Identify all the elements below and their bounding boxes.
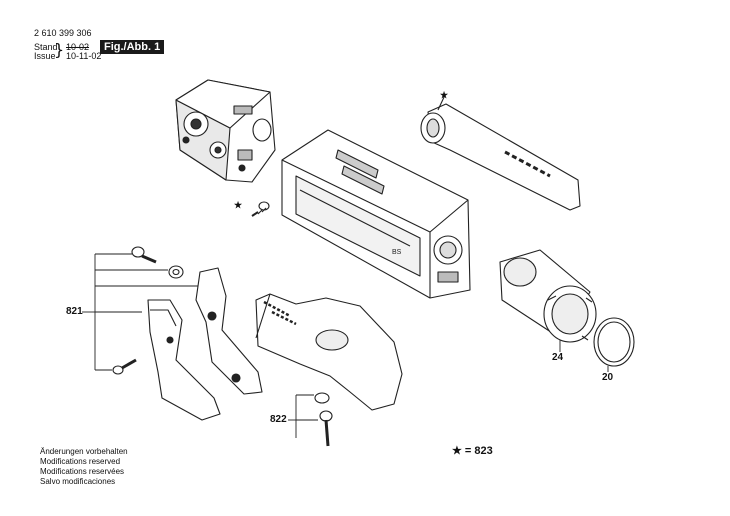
callout-24: 24 (552, 352, 564, 363)
housing-body-part: BS (281, 129, 471, 299)
star-legend: ★ = 823 (452, 445, 493, 457)
leader-lines (82, 253, 609, 438)
callout-20: 20 (602, 372, 614, 383)
star-screw-part (251, 201, 270, 217)
screw-822-part (314, 392, 333, 447)
handle-right-part (195, 267, 263, 395)
washer-part (168, 265, 184, 279)
stand-label: Stand (34, 42, 58, 52)
note-line: Änderungen vorbehalten (40, 447, 128, 456)
blade-clamp-part (420, 94, 581, 211)
svg-text:BS: BS (392, 249, 402, 256)
stand-value: 10-02 (66, 42, 90, 52)
callout-821: 821 (66, 306, 83, 317)
notes-block: Änderungen vorbehalten Modifications res… (40, 447, 128, 487)
star-marker-blade-clamp: ★ (440, 90, 449, 100)
o-ring-part-20 (593, 317, 635, 367)
callout-822: 822 (270, 414, 287, 425)
screw-lower-part (112, 358, 137, 375)
figure-label: Fig./Abb. 1 (100, 40, 165, 54)
star-marker-screw: ★ (234, 200, 243, 210)
issue-label: Issue (34, 51, 56, 61)
part-number: 2 610 399 306 (34, 28, 92, 38)
note-line: Modifications reserved (40, 457, 121, 466)
note-line: Salvo modificaciones (40, 477, 116, 486)
shoe-part (255, 293, 403, 411)
screw-upper-part (131, 246, 157, 264)
brace-glyph: } (54, 40, 65, 59)
sleeve-part-24 (499, 249, 597, 343)
issue-value: 10-11-02 (66, 51, 102, 61)
handle-left-part (147, 299, 221, 421)
note-line: Modifications reservées (40, 467, 125, 476)
gearbox-cover-part (175, 79, 276, 183)
